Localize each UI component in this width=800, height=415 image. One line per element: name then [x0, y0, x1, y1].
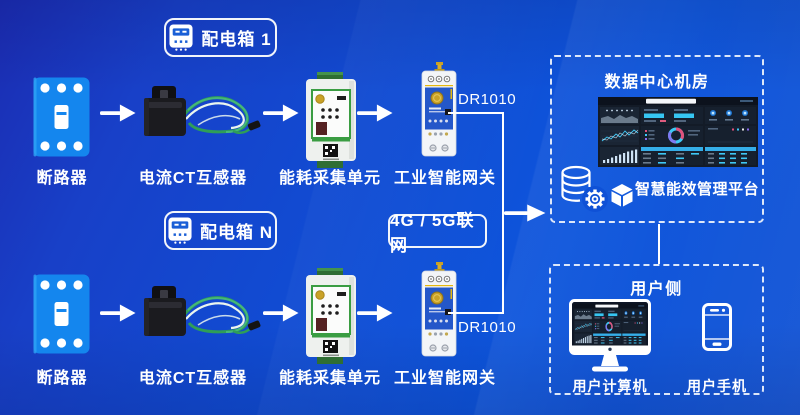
- gateway-label-1: 工业智能网关: [393, 170, 496, 187]
- connector-line: [502, 112, 504, 314]
- meter-icon: [169, 24, 193, 51]
- arrow-icon: [504, 204, 546, 222]
- circuit-breaker-icon: [33, 274, 90, 354]
- monitor-icon: [569, 299, 651, 377]
- connector-line: [448, 312, 504, 314]
- distribution-box-1-badge: 配电箱 1: [164, 18, 277, 57]
- arrow-icon: [263, 104, 299, 122]
- user-side-title: 用户侧: [630, 281, 683, 298]
- gateway-model-2: DR1010: [458, 319, 517, 336]
- gateway-icon: [421, 262, 457, 357]
- cube-icon: [611, 184, 633, 207]
- phone-icon: [702, 303, 732, 351]
- datacenter-title: 数据中心机房: [604, 74, 710, 91]
- network-badge: 4G / 5G联网: [388, 211, 487, 255]
- datacenter-box: 数据中心机房 智慧能效管理平台: [550, 55, 764, 223]
- connector-line: [658, 224, 660, 264]
- ct-label-1: 电流CT互感器: [138, 170, 248, 187]
- platform-label: 智慧能效管理平台: [634, 181, 759, 198]
- energy-collector-icon: [305, 72, 357, 168]
- ct-label-2: 电流CT互感器: [138, 370, 248, 387]
- collector-label-1: 能耗采集单元: [278, 170, 381, 187]
- gateway-icon: [421, 62, 457, 157]
- gateway-model-1: DR1010: [458, 91, 517, 108]
- dashboard-screen: [598, 97, 758, 167]
- meter-icon: [168, 217, 192, 244]
- distribution-box-1-label: 配电箱 1: [201, 30, 272, 49]
- energy-collector-icon: [305, 268, 357, 364]
- circuit-breaker-icon: [33, 77, 90, 157]
- computer-label: 用户计算机: [572, 378, 648, 394]
- gateway-label-2: 工业智能网关: [393, 370, 496, 387]
- arrow-icon: [263, 304, 299, 322]
- user-side-box: 用户侧 用户计算机 用户手机: [549, 264, 764, 395]
- arrow-icon: [100, 304, 136, 322]
- collector-label-2: 能耗采集单元: [278, 370, 381, 387]
- arrow-icon: [357, 304, 393, 322]
- network-label: 4G / 5G联网: [390, 211, 475, 255]
- phone-label: 用户手机: [687, 378, 747, 394]
- breaker-label-1: 断路器: [36, 170, 88, 187]
- arrow-icon: [100, 104, 136, 122]
- connector-line: [448, 112, 504, 114]
- ct-transformer-icon: [142, 285, 262, 338]
- distribution-box-n-label: 配电箱 N: [200, 223, 273, 242]
- arrow-icon: [357, 104, 393, 122]
- distribution-box-n-badge: 配电箱 N: [164, 211, 277, 250]
- ct-transformer-icon: [142, 85, 262, 138]
- database-gear-icon: [560, 165, 608, 213]
- breaker-label-2: 断路器: [36, 370, 88, 387]
